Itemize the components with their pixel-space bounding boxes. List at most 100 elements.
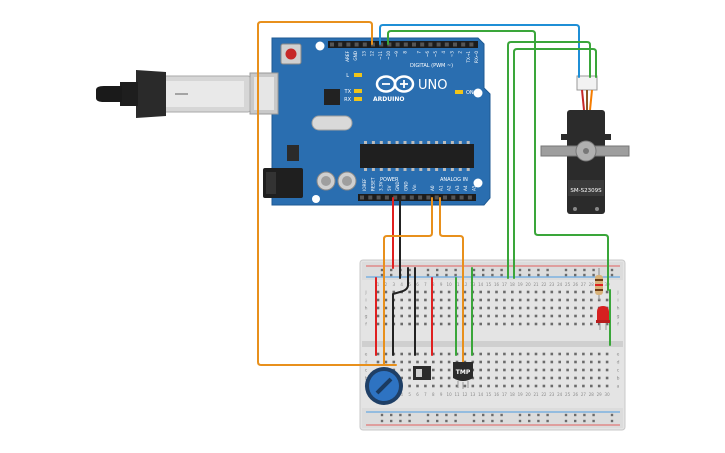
arduino-logo bbox=[375, 75, 415, 93]
tmp-sensor-body bbox=[453, 362, 473, 381]
reset-button-cap[interactable] bbox=[285, 48, 297, 60]
digital-pin-label: 12 bbox=[370, 51, 375, 57]
column-number-top: 25 bbox=[565, 282, 571, 287]
bottom-power-rail bbox=[362, 408, 623, 428]
power-pin-label: Vin bbox=[412, 184, 417, 191]
column-number-top: 15 bbox=[486, 282, 492, 287]
power-pin-label: IOREF bbox=[362, 178, 367, 191]
tmp-sensor-label: TMP bbox=[456, 369, 471, 376]
wire-green-servo-gnd[interactable] bbox=[513, 48, 597, 279]
led-on-label: ON bbox=[466, 90, 474, 96]
column-number-top: 24 bbox=[557, 282, 563, 287]
breadboard-labels: 1122334455667788991010111112121313141415… bbox=[364, 282, 619, 397]
column-number-bottom: 14 bbox=[478, 392, 484, 397]
row-letter: d bbox=[617, 360, 620, 366]
column-number-top: 16 bbox=[494, 282, 500, 287]
column-number-top: 17 bbox=[502, 282, 508, 287]
row-letter: h bbox=[365, 306, 368, 312]
wire-black-rail[interactable] bbox=[392, 267, 409, 356]
digital-pin-label: ~10 bbox=[386, 51, 391, 60]
column-number-top: 5 bbox=[408, 282, 411, 287]
column-number-top: 26 bbox=[573, 282, 579, 287]
wire-blue-servo-signal[interactable] bbox=[379, 24, 580, 78]
power-analog-header bbox=[358, 194, 476, 201]
wire-orange-d12[interactable] bbox=[257, 21, 397, 366]
row-letter: c bbox=[617, 369, 620, 374]
led-l bbox=[354, 73, 362, 77]
wires bbox=[257, 21, 611, 366]
power-pin-label: RESET bbox=[370, 177, 375, 191]
atmega-chip bbox=[360, 144, 474, 168]
power-pin-label: GND bbox=[404, 181, 409, 191]
slide-switch-toggle[interactable] bbox=[416, 369, 422, 377]
wire-orange-a0[interactable] bbox=[383, 197, 433, 366]
column-number-bottom: 16 bbox=[494, 392, 500, 397]
led-on bbox=[455, 90, 463, 94]
row-letter: b bbox=[617, 376, 620, 382]
column-number-bottom: 4 bbox=[400, 392, 403, 397]
column-number-bottom: 11 bbox=[454, 392, 460, 397]
row-letter: b bbox=[365, 376, 368, 382]
column-number-top: 23 bbox=[549, 282, 555, 287]
column-number-bottom: 24 bbox=[557, 392, 563, 397]
column-number-bottom: 27 bbox=[581, 392, 587, 397]
slide-switch[interactable] bbox=[413, 366, 431, 380]
column-number-top: 28 bbox=[589, 282, 595, 287]
column-number-bottom: 23 bbox=[549, 392, 555, 397]
board-sub-brand: ARDUINO bbox=[373, 96, 404, 103]
column-number-bottom: 5 bbox=[408, 392, 411, 397]
digital-pin-label: ~3 bbox=[449, 51, 454, 58]
digital-header bbox=[328, 41, 478, 48]
digital-header-label: DIGITAL (PWM ~) bbox=[410, 63, 453, 69]
digital-pin-label: TX→1 bbox=[466, 51, 471, 64]
power-header-label: POWER bbox=[380, 177, 399, 183]
wire-orange-a1[interactable] bbox=[439, 197, 464, 366]
breadboard: 1122334455667788991010111112121313141415… bbox=[359, 259, 626, 431]
digital-pin-label: AREF bbox=[345, 50, 350, 61]
row-letter: e bbox=[365, 353, 368, 358]
column-number-bottom: 21 bbox=[533, 392, 539, 397]
led-rx bbox=[354, 97, 362, 101]
wire-green-servo-vcc[interactable] bbox=[507, 41, 591, 279]
row-letter: d bbox=[365, 360, 368, 366]
column-number-bottom: 8 bbox=[432, 392, 435, 397]
column-number-bottom: 26 bbox=[573, 392, 579, 397]
row-letter: h bbox=[617, 306, 620, 312]
potentiometer[interactable] bbox=[365, 367, 403, 405]
board-brand: UNO bbox=[418, 78, 447, 93]
analog-pin-label: A5 bbox=[472, 185, 477, 191]
usb-chip bbox=[324, 89, 340, 105]
row-letter: e bbox=[617, 353, 620, 358]
led-dome bbox=[597, 306, 609, 320]
power-pin-label: GND bbox=[395, 181, 400, 191]
power-pin-label: 5V bbox=[387, 185, 392, 191]
column-number-bottom: 19 bbox=[518, 392, 524, 397]
servo-connector bbox=[576, 75, 598, 91]
column-number-bottom: 7 bbox=[424, 392, 427, 397]
column-number-top: 2 bbox=[385, 282, 388, 287]
temperature-sensor[interactable]: TMP bbox=[453, 362, 473, 389]
analog-pin-label: A2 bbox=[447, 185, 452, 191]
column-number-top: 3 bbox=[393, 282, 396, 287]
row-letter: f bbox=[365, 322, 367, 328]
servo-model-label: SM-S2309S bbox=[570, 188, 602, 194]
analog-pin-label: A3 bbox=[455, 185, 460, 191]
analog-header-label: ANALOG IN bbox=[440, 177, 468, 183]
resistor[interactable] bbox=[595, 268, 603, 300]
column-number-top: 19 bbox=[518, 282, 524, 287]
column-number-top: 11 bbox=[454, 282, 460, 287]
column-number-top: 27 bbox=[581, 282, 587, 287]
column-number-top: 1 bbox=[377, 282, 380, 287]
digital-pin-label: 7 bbox=[417, 51, 422, 54]
led-red[interactable] bbox=[596, 306, 610, 330]
row-letter: j bbox=[364, 290, 366, 296]
column-number-top: 4 bbox=[400, 282, 403, 287]
digital-pin-label: ~9 bbox=[394, 51, 399, 58]
servo-motor[interactable]: SM-S2309S bbox=[540, 75, 630, 214]
wire-green-led[interactable] bbox=[387, 30, 609, 291]
led-rx-label: RX bbox=[344, 97, 351, 103]
row-letter: a bbox=[617, 385, 620, 390]
